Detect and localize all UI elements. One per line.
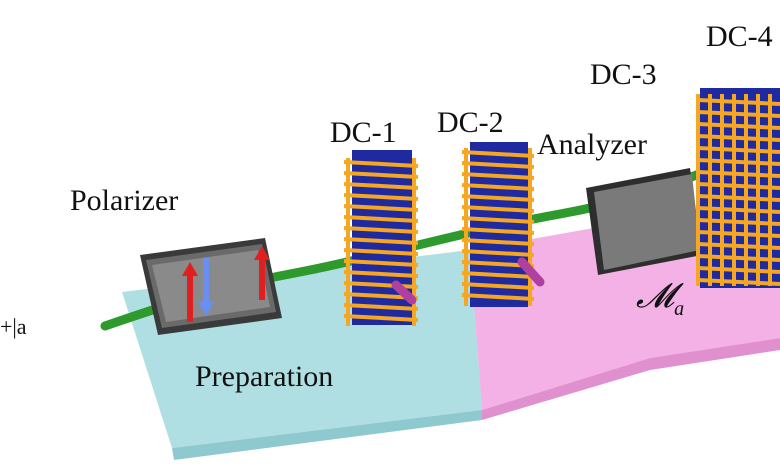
coil-winding [461,238,535,246]
coil-winding [461,194,535,202]
coil-winding [343,303,419,311]
coil-winding [461,249,535,257]
analyzer-device [586,168,702,275]
coil-winding [343,270,419,278]
measurement-symbol: 𝓜 [636,278,675,315]
coil-winding [343,215,419,223]
coil-winding [461,227,535,235]
polarizer-device [140,238,282,335]
coil-winding [343,248,419,256]
measurement-subscript: a [674,297,685,320]
coil-winding [343,193,419,201]
dc3-label: DC-3 [590,58,657,91]
coil-winding [461,161,535,169]
coil-winding [343,314,419,322]
dc2-label: DC-2 [437,106,504,139]
coil-winding [343,237,419,245]
coil-winding [343,182,419,190]
analyzer-label: Analyzer [537,128,647,161]
coil-winding [343,204,419,212]
coil-winding [343,171,419,179]
measurement-platform-edge [482,338,780,420]
preparation-platform-edge [172,410,482,460]
coil-winding [343,259,419,267]
coil-winding [461,216,535,224]
coil-winding [461,205,535,213]
dc3-dc4-coils [696,88,780,288]
measurement-label: 𝓜a [636,280,684,319]
coil-winding [461,172,535,180]
preparation-label: Preparation [195,360,334,393]
dc1-label: DC-1 [330,116,397,149]
dc2-coil [461,142,545,307]
coil-winding [461,282,535,290]
coil-winding [461,293,535,301]
coil-winding [343,226,419,234]
coil-winding [461,150,535,158]
dc4-label: DC-4 [706,20,773,53]
coil-winding [343,160,419,168]
polarizer-label: Polarizer [70,184,179,217]
coil-winding [461,183,535,191]
coil-winding [461,271,535,279]
dc1-coil [343,150,419,326]
coil-winding [343,281,419,289]
input-state-label: +|a [0,314,27,339]
